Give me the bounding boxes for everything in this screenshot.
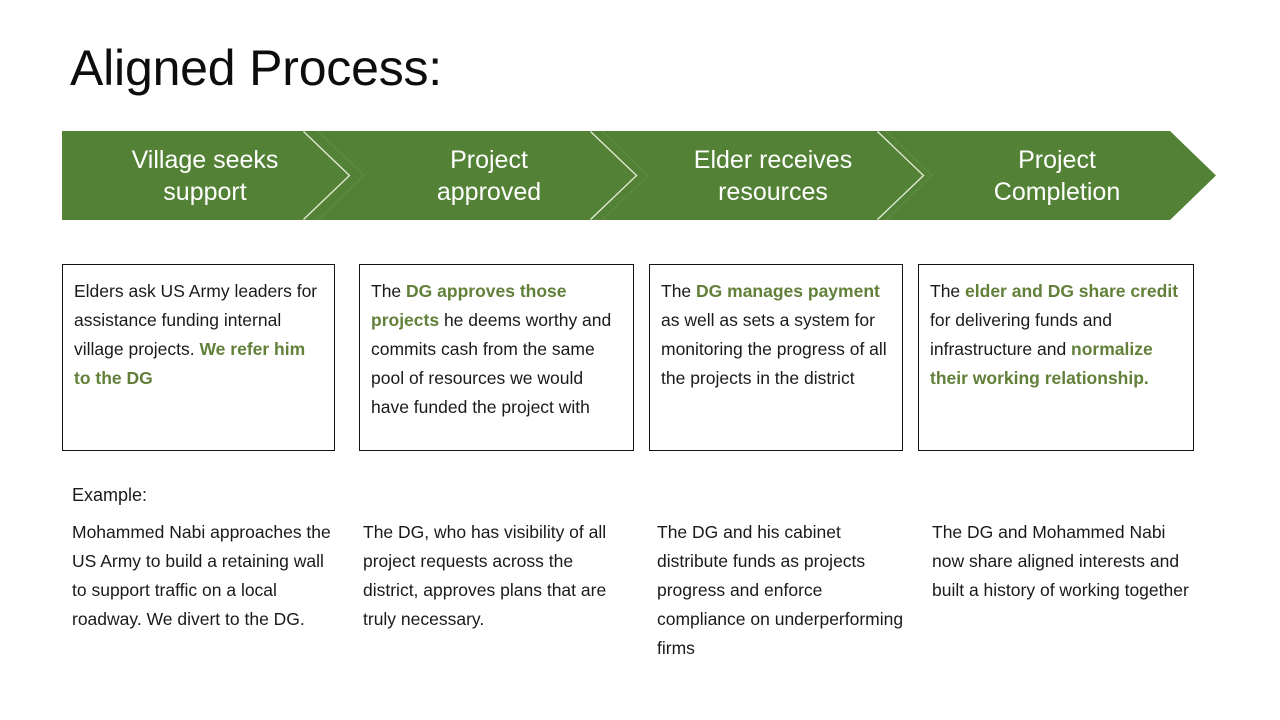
page-title: Aligned Process: (70, 40, 442, 96)
process-step-4[interactable]: Project Completion (886, 131, 1216, 220)
description-box-2-text: The DG approves those projects he deems … (371, 281, 612, 417)
description-box-2: The DG approves those projects he deems … (359, 264, 634, 451)
example-column-4: The DG and Mohammed Nabi now share align… (932, 522, 1189, 600)
process-step-1-label-line1: Village seeks (131, 145, 279, 174)
description-box-4-text: The elder and DG share credit for delive… (930, 281, 1179, 388)
description-boxes-row: Elders ask US Army leaders for assistanc… (62, 264, 1194, 451)
example-column-3: The DG and his cabinet distribute funds … (657, 522, 904, 658)
process-step-4-label-line2: Completion (993, 177, 1121, 206)
description-box-3: The DG manages payment as well as sets a… (649, 264, 903, 451)
process-step-3-label-line2: resources (718, 177, 828, 206)
process-step-2-label-line2: approved (436, 177, 542, 206)
example-column-1: Mohammed Nabi approaches the US Army to … (72, 522, 331, 629)
process-step-1[interactable]: Village seeks support (62, 131, 364, 220)
description-box-3-text: The DG manages payment as well as sets a… (661, 281, 887, 388)
process-step-3-label-line1: Elder receives (693, 145, 853, 174)
process-chevron-banner: Village seeks support Project approved E… (62, 131, 1216, 220)
example-column-2: The DG, who has visibility of all projec… (363, 522, 607, 629)
process-step-1-label-line2: support (163, 177, 247, 206)
process-step-2[interactable]: Project approved (318, 131, 648, 220)
example-label: Example: (72, 485, 148, 505)
description-box-1-text: Elders ask US Army leaders for assistanc… (74, 281, 318, 388)
process-step-2-label-line1: Project (450, 145, 528, 174)
example-columns-row: Mohammed Nabi approaches the US Army to … (62, 518, 1202, 698)
description-box-1: Elders ask US Army leaders for assistanc… (62, 264, 335, 451)
process-step-3[interactable]: Elder receives resources (602, 131, 932, 220)
process-step-4-label-line1: Project (1018, 145, 1096, 174)
description-box-4: The elder and DG share credit for delive… (918, 264, 1194, 451)
